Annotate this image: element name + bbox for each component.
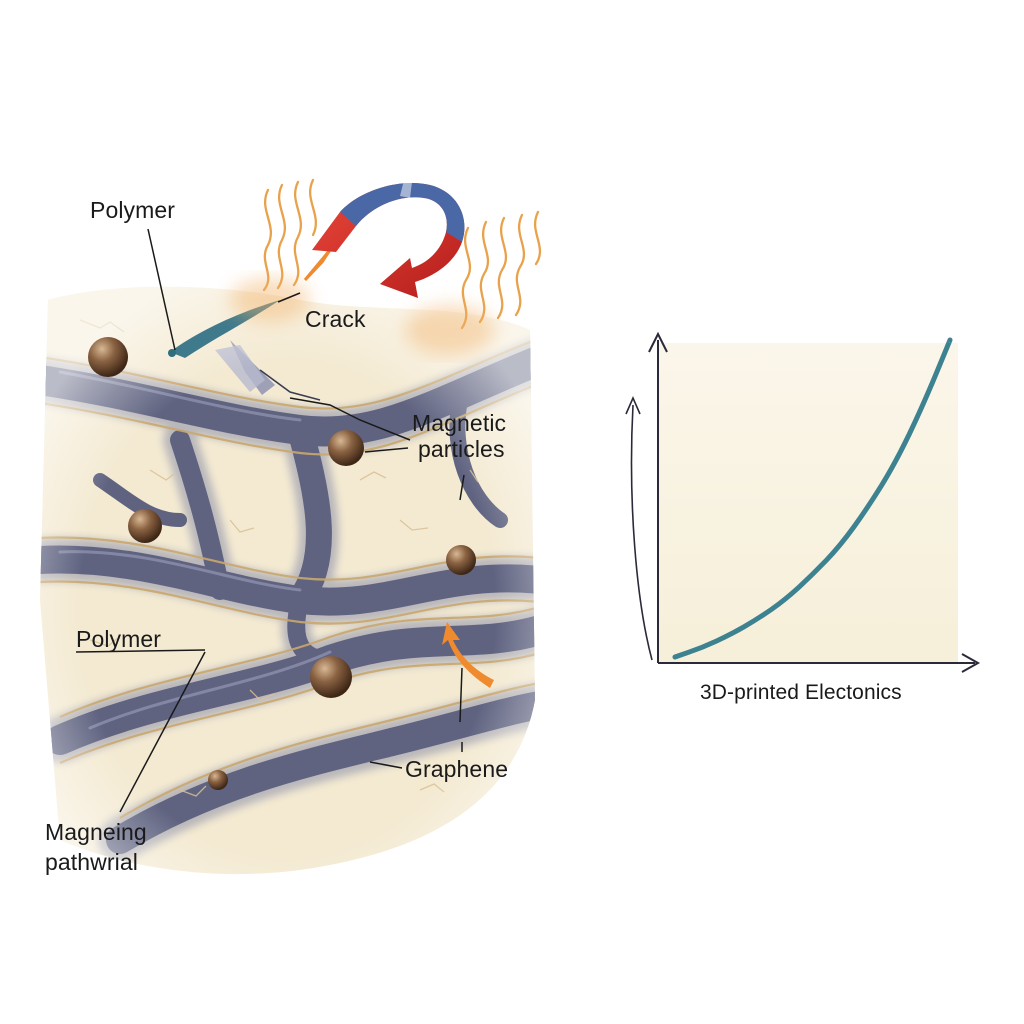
leader-graphene-2 — [459, 667, 463, 723]
chart-x-axis-label: 3D-printed Electonics — [700, 681, 902, 704]
chart-secondary-arrowhead — [625, 396, 641, 415]
leader-polymer-top — [147, 228, 176, 351]
chart-series-line — [672, 337, 953, 660]
label-magnetic-line1: Magnetic — [412, 410, 507, 436]
heat-pointer — [303, 249, 332, 282]
label-pathway-line1: Magneing — [45, 819, 147, 845]
label-magnetic-pathway: Magneing pathwrial — [45, 818, 147, 878]
chart-y-axis-arrowhead — [648, 331, 668, 353]
particle — [128, 509, 162, 543]
particle — [310, 656, 352, 698]
chart-x-axis-arrowhead — [961, 653, 981, 673]
chart — [625, 331, 981, 673]
leader-lines — [75, 228, 465, 813]
label-magnetic-line2: particles — [418, 436, 505, 463]
orange-flow-arrow — [442, 622, 494, 688]
heat-waves — [262, 178, 542, 330]
label-pathway-line2: pathwrial — [45, 848, 138, 875]
chart-plot-area — [658, 343, 958, 663]
chart-secondary-arrow — [630, 404, 653, 661]
leader-magnetic-2 — [364, 447, 409, 453]
leader-magnetic — [289, 397, 411, 441]
magnetic-particles — [88, 337, 476, 790]
label-magnetic-particles: Magnetic particles — [412, 410, 506, 463]
label-crack: Crack — [305, 306, 366, 332]
leader-polymer-mid — [75, 649, 206, 653]
leader-graphene — [369, 761, 403, 769]
particle — [328, 430, 364, 466]
leader-crack — [277, 292, 301, 303]
crack-tip-dot — [168, 349, 176, 357]
particle — [446, 545, 476, 575]
label-polymer-top: Polymer — [90, 197, 176, 223]
particle — [208, 770, 228, 790]
leader-pathway — [119, 651, 206, 813]
label-graphene: Graphene — [405, 756, 509, 782]
label-polymer-mid: Polymer — [76, 626, 162, 652]
leader-magnetic-3 — [459, 474, 465, 501]
magnet-arrow — [312, 180, 465, 298]
particle — [88, 337, 128, 377]
